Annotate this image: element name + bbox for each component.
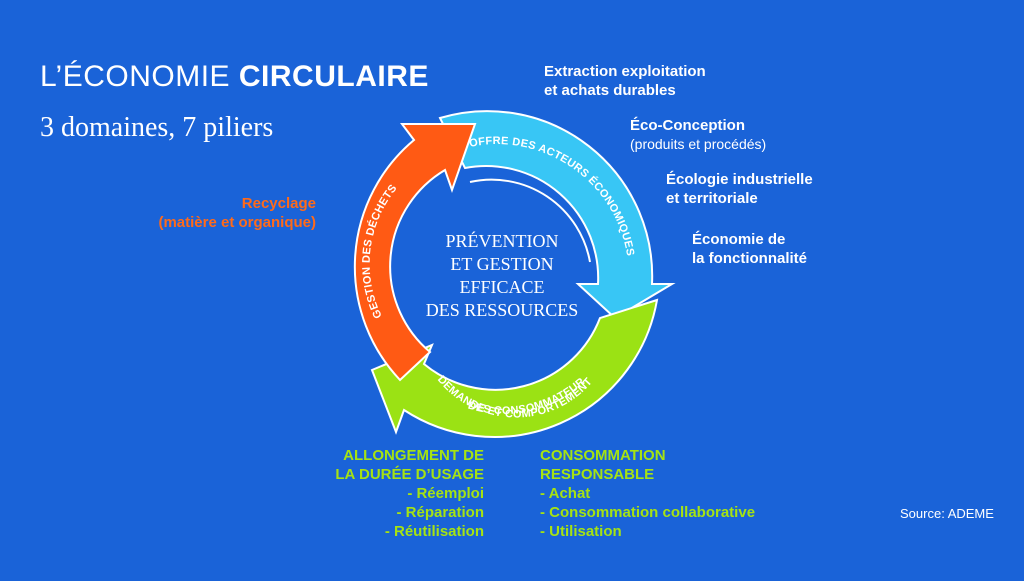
title-prefix: L’ÉCONOMIE — [40, 60, 239, 93]
center-line-4: DES RESSOURCES — [425, 300, 579, 320]
pillar-allongement-item: - Réutilisation — [384, 523, 484, 540]
pillar-consommation-responsable: CONSOMMATION RESPONSABLE - Achat - Conso… — [540, 446, 755, 541]
pillar-extraction-line-2: et achats durables — [544, 82, 676, 99]
center-line-3: EFFICACE — [459, 277, 545, 297]
pillar-consommation-item: - Consommation collaborative — [540, 504, 756, 521]
pillar-extraction-line-1: Extraction exploitation — [544, 63, 706, 80]
pillar-consommation-line-1: CONSOMMATION — [540, 447, 666, 464]
offre-arc-arrow — [438, 110, 676, 320]
pillar-allongement-line-1: ALLONGEMENT DE — [343, 447, 484, 464]
pillar-consommation-line-2: RESPONSABLE — [540, 466, 655, 483]
pillar-extraction: Extraction exploitation et achats durabl… — [544, 62, 706, 100]
pillar-eco-conception: Éco-Conception (produits et procédés) — [630, 116, 766, 153]
pillar-allongement-item: - Réparation — [396, 504, 484, 521]
pillar-recyclage-title: Recyclage — [241, 195, 316, 212]
pillar-economie-line-2: la fonctionnalité — [692, 250, 808, 267]
center-label: PRÉVENTION ET GESTION EFFICACE DES RESSO… — [412, 230, 592, 322]
title-bold: CIRCULAIRE — [238, 60, 429, 93]
pillar-allongement-line-2: LA DURÉE D’USAGE — [335, 466, 484, 483]
dechets-arc-arrow — [353, 123, 477, 382]
pillar-economie-line-1: Économie de — [692, 231, 786, 248]
pillar-consommation-item: - Utilisation — [540, 523, 622, 540]
pillar-eco-conception-title: Éco-Conception — [630, 117, 745, 134]
pillar-economie-fonctionnalite: Économie de la fonctionnalité — [692, 230, 807, 268]
center-line-2: ET GESTION — [450, 254, 554, 274]
pillar-allongement-item: - Réemploi — [407, 485, 484, 502]
pillar-ecologie-line-1: Écologie industrielle — [666, 171, 813, 188]
pillar-ecologie-line-2: et territoriale — [666, 190, 758, 207]
inner-ring-accent — [469, 178, 591, 263]
page-title: L’ÉCONOMIE CIRCULAIRE — [40, 60, 429, 94]
center-line-1: PRÉVENTION — [445, 231, 559, 251]
pillar-recyclage-note: (matière et organique) — [158, 214, 316, 231]
pillar-eco-conception-note: (produits et procédés) — [630, 136, 767, 152]
source-credit: Source: ADEME — [900, 506, 994, 521]
pillar-ecologie-industrielle: Écologie industrielle et territoriale — [666, 170, 813, 208]
pillar-recyclage: Recyclage (matière et organique) — [130, 194, 316, 232]
pillar-allongement: ALLONGEMENT DE LA DURÉE D’USAGE - Réempl… — [300, 446, 484, 541]
pillar-consommation-item: - Achat — [540, 485, 591, 502]
page-subtitle: 3 domaines, 7 piliers — [40, 112, 274, 143]
demande-arc-arrow — [370, 298, 659, 438]
